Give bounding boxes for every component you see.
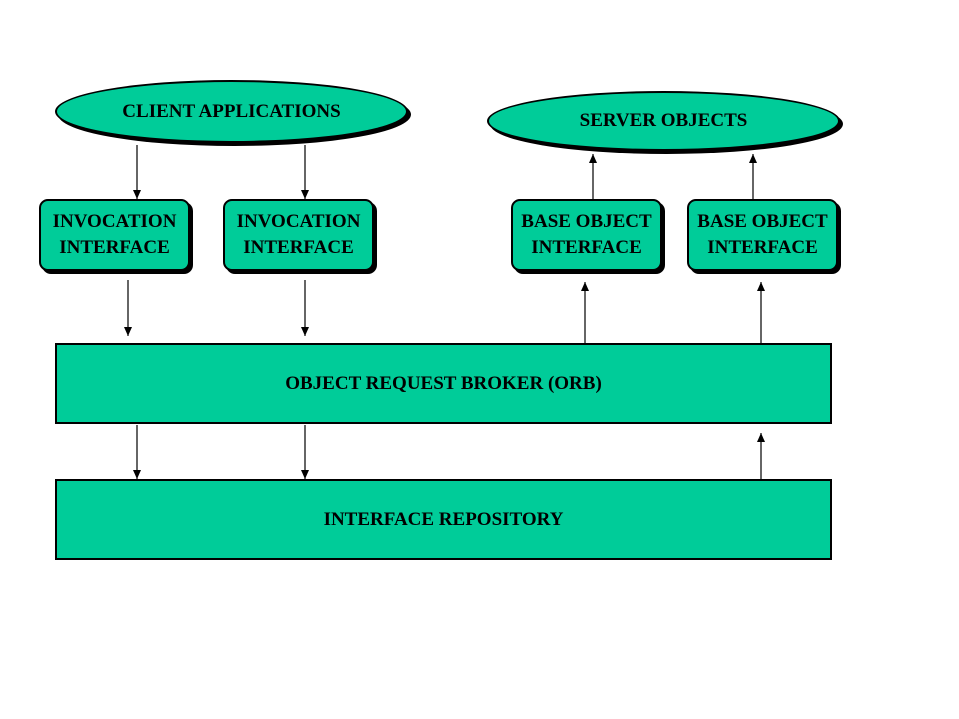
orb-node: OBJECT REQUEST BROKER (ORB) — [55, 343, 832, 424]
invocation-interface-1-line1: INVOCATION — [52, 211, 177, 232]
base-object-interface-node-1: BASE OBJECT INTERFACE — [511, 199, 662, 271]
base-object-interface-2-line1: BASE OBJECT — [697, 211, 828, 232]
invocation-interface-2-line2: INTERFACE — [243, 237, 354, 258]
base-object-interface-2-line2: INTERFACE — [707, 237, 818, 258]
server-objects-label: SERVER OBJECTS — [579, 110, 748, 131]
client-applications-node: CLIENT APPLICATIONS — [55, 80, 408, 143]
base-object-interface-1-line2: INTERFACE — [531, 237, 642, 258]
invocation-interface-node-2: INVOCATION INTERFACE — [223, 199, 374, 271]
client-applications-label: CLIENT APPLICATIONS — [122, 100, 341, 122]
base-object-interface-1-line1: BASE OBJECT — [521, 211, 652, 232]
invocation-interface-1-line2: INTERFACE — [59, 237, 170, 258]
interface-repository-node: INTERFACE REPOSITORY — [55, 479, 832, 560]
invocation-interface-2-line1: INVOCATION — [236, 211, 361, 232]
interface-repository-label: INTERFACE REPOSITORY — [323, 508, 564, 530]
invocation-interface-node-1: INVOCATION INTERFACE — [39, 199, 190, 271]
orb-label: OBJECT REQUEST BROKER (ORB) — [285, 372, 602, 394]
base-object-interface-node-2: BASE OBJECT INTERFACE — [687, 199, 838, 271]
server-objects-node: SERVER OBJECTS — [487, 91, 840, 151]
